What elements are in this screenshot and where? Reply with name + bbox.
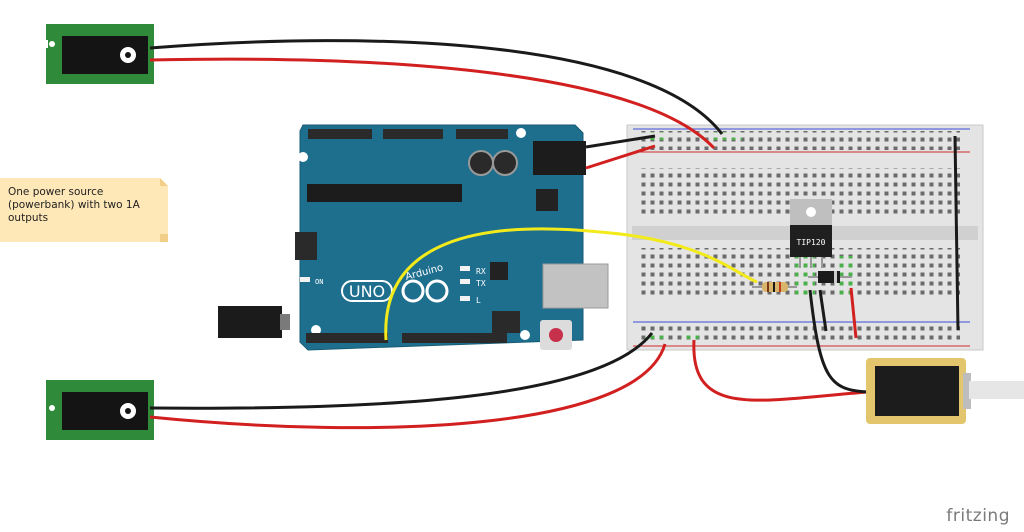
note-text: One power source (powerbank) with two 1A… [8,186,140,224]
tip120-transistor: TIP120 [790,199,832,268]
annotation-note: One power source (powerbank) with two 1A… [0,178,168,242]
arduino-uno-board: UNO Arduino RX TX L ON [295,124,609,351]
fritzing-watermark: fritzing [946,506,1010,526]
power-jack-bottom [46,380,154,440]
resistor [752,282,797,292]
diode [808,271,852,283]
transistor-label: TIP120 [797,238,826,247]
power-jack-top [46,24,154,84]
led-label-tx: TX [476,279,486,288]
led-label-l: L [476,296,481,305]
led-label-rx: RX [476,267,486,276]
led-label-on: ON [315,278,323,286]
board-model-label: UNO [349,282,385,301]
solenoid [866,358,1024,424]
audio-jack [218,306,290,338]
wires [149,39,960,430]
